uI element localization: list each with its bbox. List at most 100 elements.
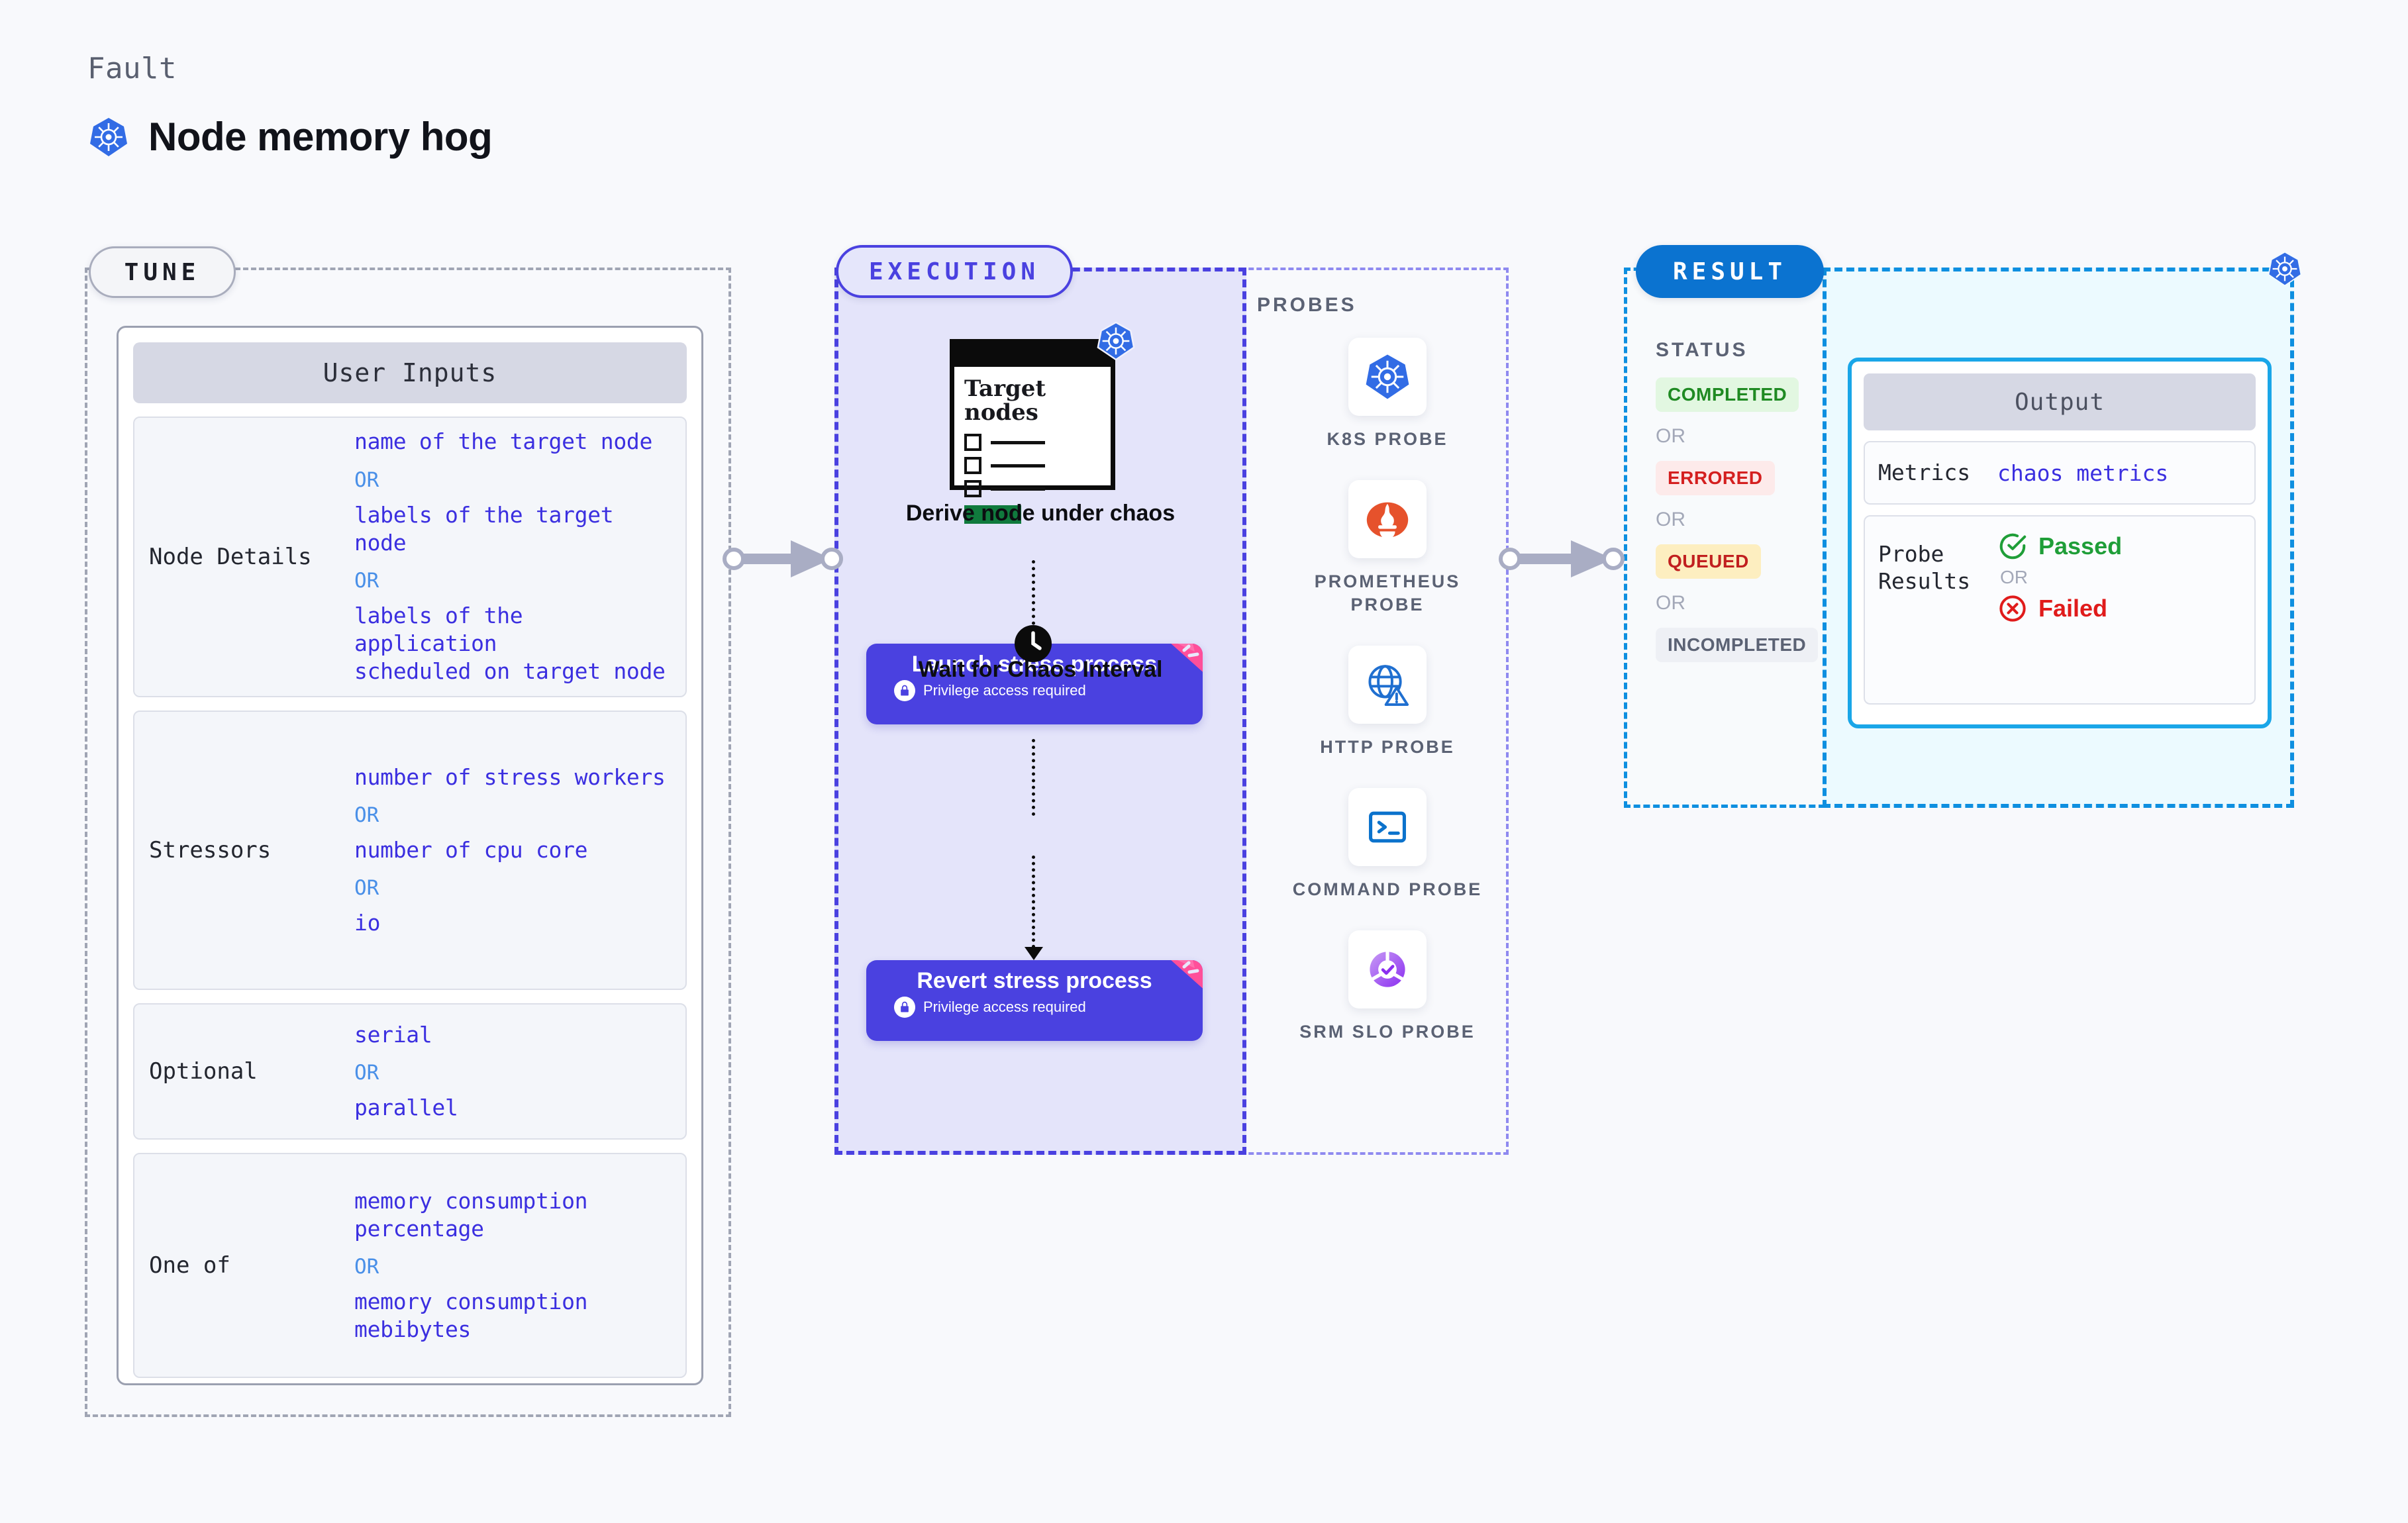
or-separator: OR — [354, 803, 379, 827]
tune-section-pill[interactable]: TUNE — [89, 246, 236, 298]
probe-item-srm-slo[interactable]: SRM SLO PROBE — [1291, 930, 1483, 1044]
or-separator: OR — [354, 1255, 379, 1279]
lock-icon — [894, 997, 915, 1018]
probes-title: PROBES — [1257, 294, 1357, 316]
tune-row-optional: Optional serial OR parallel — [133, 1003, 687, 1140]
input-value[interactable]: memory consumption percentage — [354, 1187, 588, 1242]
probe-label: SRM SLO PROBE — [1299, 1022, 1476, 1042]
execution-section-pill[interactable]: EXECUTION — [836, 245, 1073, 298]
page-title: Node memory hog — [148, 115, 493, 159]
or-separator: OR — [354, 1061, 379, 1085]
status-badge-completed: COMPLETED — [1656, 377, 1799, 412]
card-body: Target nodes — [964, 377, 1105, 524]
clock-icon — [1015, 625, 1052, 662]
probe-label: K8S PROBE — [1327, 429, 1448, 449]
tune-row-node-details: Node Details name of the target node OR … — [133, 417, 687, 697]
flow-connector — [1032, 856, 1035, 948]
placeholder-line — [991, 440, 1045, 444]
flow-connector — [1032, 739, 1035, 816]
probe-label: COMMAND PROBE — [1292, 879, 1483, 900]
privilege-note: Privilege access required — [894, 680, 1203, 702]
step-title: Revert stress process — [917, 968, 1152, 993]
status-badge-incompleted: INCOMPLETED — [1656, 628, 1819, 662]
output-row-metrics: Metrics chaos metrics — [1864, 441, 2256, 505]
prometheus-icon — [1348, 480, 1427, 559]
privilege-note-text: Privilege access required — [923, 999, 1086, 1016]
or-separator: OR — [354, 467, 379, 492]
user-inputs-card: User Inputs Node Details name of the tar… — [117, 326, 703, 1385]
checkbox-icon — [964, 434, 981, 452]
input-value[interactable]: memory consumption mebibytes — [354, 1289, 588, 1343]
input-value[interactable]: number of cpu core — [354, 836, 588, 863]
probe-result-passed: Passed — [1997, 531, 2122, 562]
user-inputs-title: User Inputs — [133, 342, 687, 403]
probe-item-command[interactable]: COMMAND PROBE — [1291, 788, 1483, 901]
probe-item-k8s[interactable]: K8S PROBE — [1291, 338, 1483, 451]
step-revert-stress-process[interactable]: Revert stress process Privilege access r… — [866, 960, 1203, 1041]
output-title: Output — [1864, 373, 2256, 430]
status-badge-errored: ERRORED — [1656, 461, 1775, 495]
list-item — [964, 457, 1105, 475]
target-nodes-card: Target nodes — [950, 321, 1135, 524]
harness-ribbon-icon — [1171, 960, 1203, 989]
fault-title-row: Node memory hog — [87, 114, 493, 160]
probes-list: K8S PROBE PROMETHEUS PROBE — [1291, 338, 1483, 1073]
privilege-note: Privilege access required — [894, 997, 1203, 1018]
probe-result-values: Passed OR Failed — [1997, 531, 2122, 624]
probe-result-failed: Failed — [1997, 593, 2122, 624]
input-value[interactable]: number of stress workers — [354, 763, 666, 790]
step-label-derive-node: Derive node under chaos — [905, 501, 1176, 526]
status-badge-queued: QUEUED — [1656, 544, 1761, 579]
checkbox-icon — [964, 480, 981, 498]
card-titlebar — [950, 339, 1115, 367]
globe-warning-icon — [1348, 646, 1427, 724]
input-value[interactable]: serial — [354, 1021, 432, 1048]
checkbox-icon — [964, 457, 981, 475]
input-value[interactable]: parallel — [354, 1095, 458, 1120]
privilege-note-text: Privilege access required — [923, 682, 1086, 699]
target-nodes-title: Target nodes — [964, 375, 1046, 426]
metrics-value[interactable]: chaos metrics — [1997, 460, 2169, 486]
probe-item-prometheus[interactable]: PROMETHEUS PROBE — [1291, 480, 1483, 616]
input-value[interactable]: name of the target node — [354, 428, 653, 455]
probe-item-http[interactable]: HTTP PROBE — [1291, 646, 1483, 759]
x-circle-icon — [1999, 595, 2026, 622]
harness-ribbon-icon — [1171, 644, 1203, 672]
probe-label: PROMETHEUS PROBE — [1314, 571, 1461, 615]
or-separator: OR — [354, 569, 379, 593]
row-label: Optional — [149, 1057, 258, 1085]
flow-arrowhead — [1025, 947, 1043, 960]
kubernetes-icon — [2266, 250, 2303, 291]
or-separator: OR — [2000, 567, 2028, 587]
placeholder-line — [991, 487, 1045, 491]
confirm-bar — [964, 505, 1021, 524]
lock-icon — [894, 680, 915, 702]
status-title: STATUS — [1656, 339, 1748, 361]
kubernetes-icon — [1095, 320, 1136, 365]
output-card: Output Metrics chaos metrics Probe Resul… — [1848, 358, 2272, 728]
input-value[interactable]: io — [354, 910, 381, 936]
node-list — [964, 434, 1105, 498]
result-status-strip — [1624, 268, 1825, 808]
execution-flow: Target nodes Derive node under c — [834, 268, 1246, 1155]
tune-row-stressors: Stressors number of stress workers OR nu… — [133, 711, 687, 990]
row-label: Probe Results — [1878, 541, 1971, 595]
kubernetes-icon — [87, 116, 130, 158]
check-circle-icon — [1999, 533, 2027, 560]
or-separator: OR — [354, 876, 379, 901]
list-item — [964, 434, 1105, 452]
output-row-probe-results: Probe Results Passed OR Failed — [1864, 515, 2256, 705]
placeholder-line — [991, 464, 1045, 467]
input-value[interactable]: labels of the target node — [354, 501, 614, 556]
terminal-icon — [1348, 788, 1427, 867]
or-separator: OR — [1656, 509, 1685, 530]
row-label: Stressors — [149, 836, 272, 863]
row-values: name of the target node OR labels of the… — [354, 428, 671, 685]
or-separator: OR — [1656, 425, 1685, 447]
row-label: Metrics — [1878, 460, 1971, 486]
result-section-pill[interactable]: RESULT — [1636, 245, 1824, 298]
status-list: COMPLETED OR ERRORED OR QUEUED OR INCOMP… — [1656, 377, 1821, 662]
kubernetes-icon — [1348, 338, 1427, 416]
input-value[interactable]: labels of the application scheduled on t… — [354, 603, 666, 685]
